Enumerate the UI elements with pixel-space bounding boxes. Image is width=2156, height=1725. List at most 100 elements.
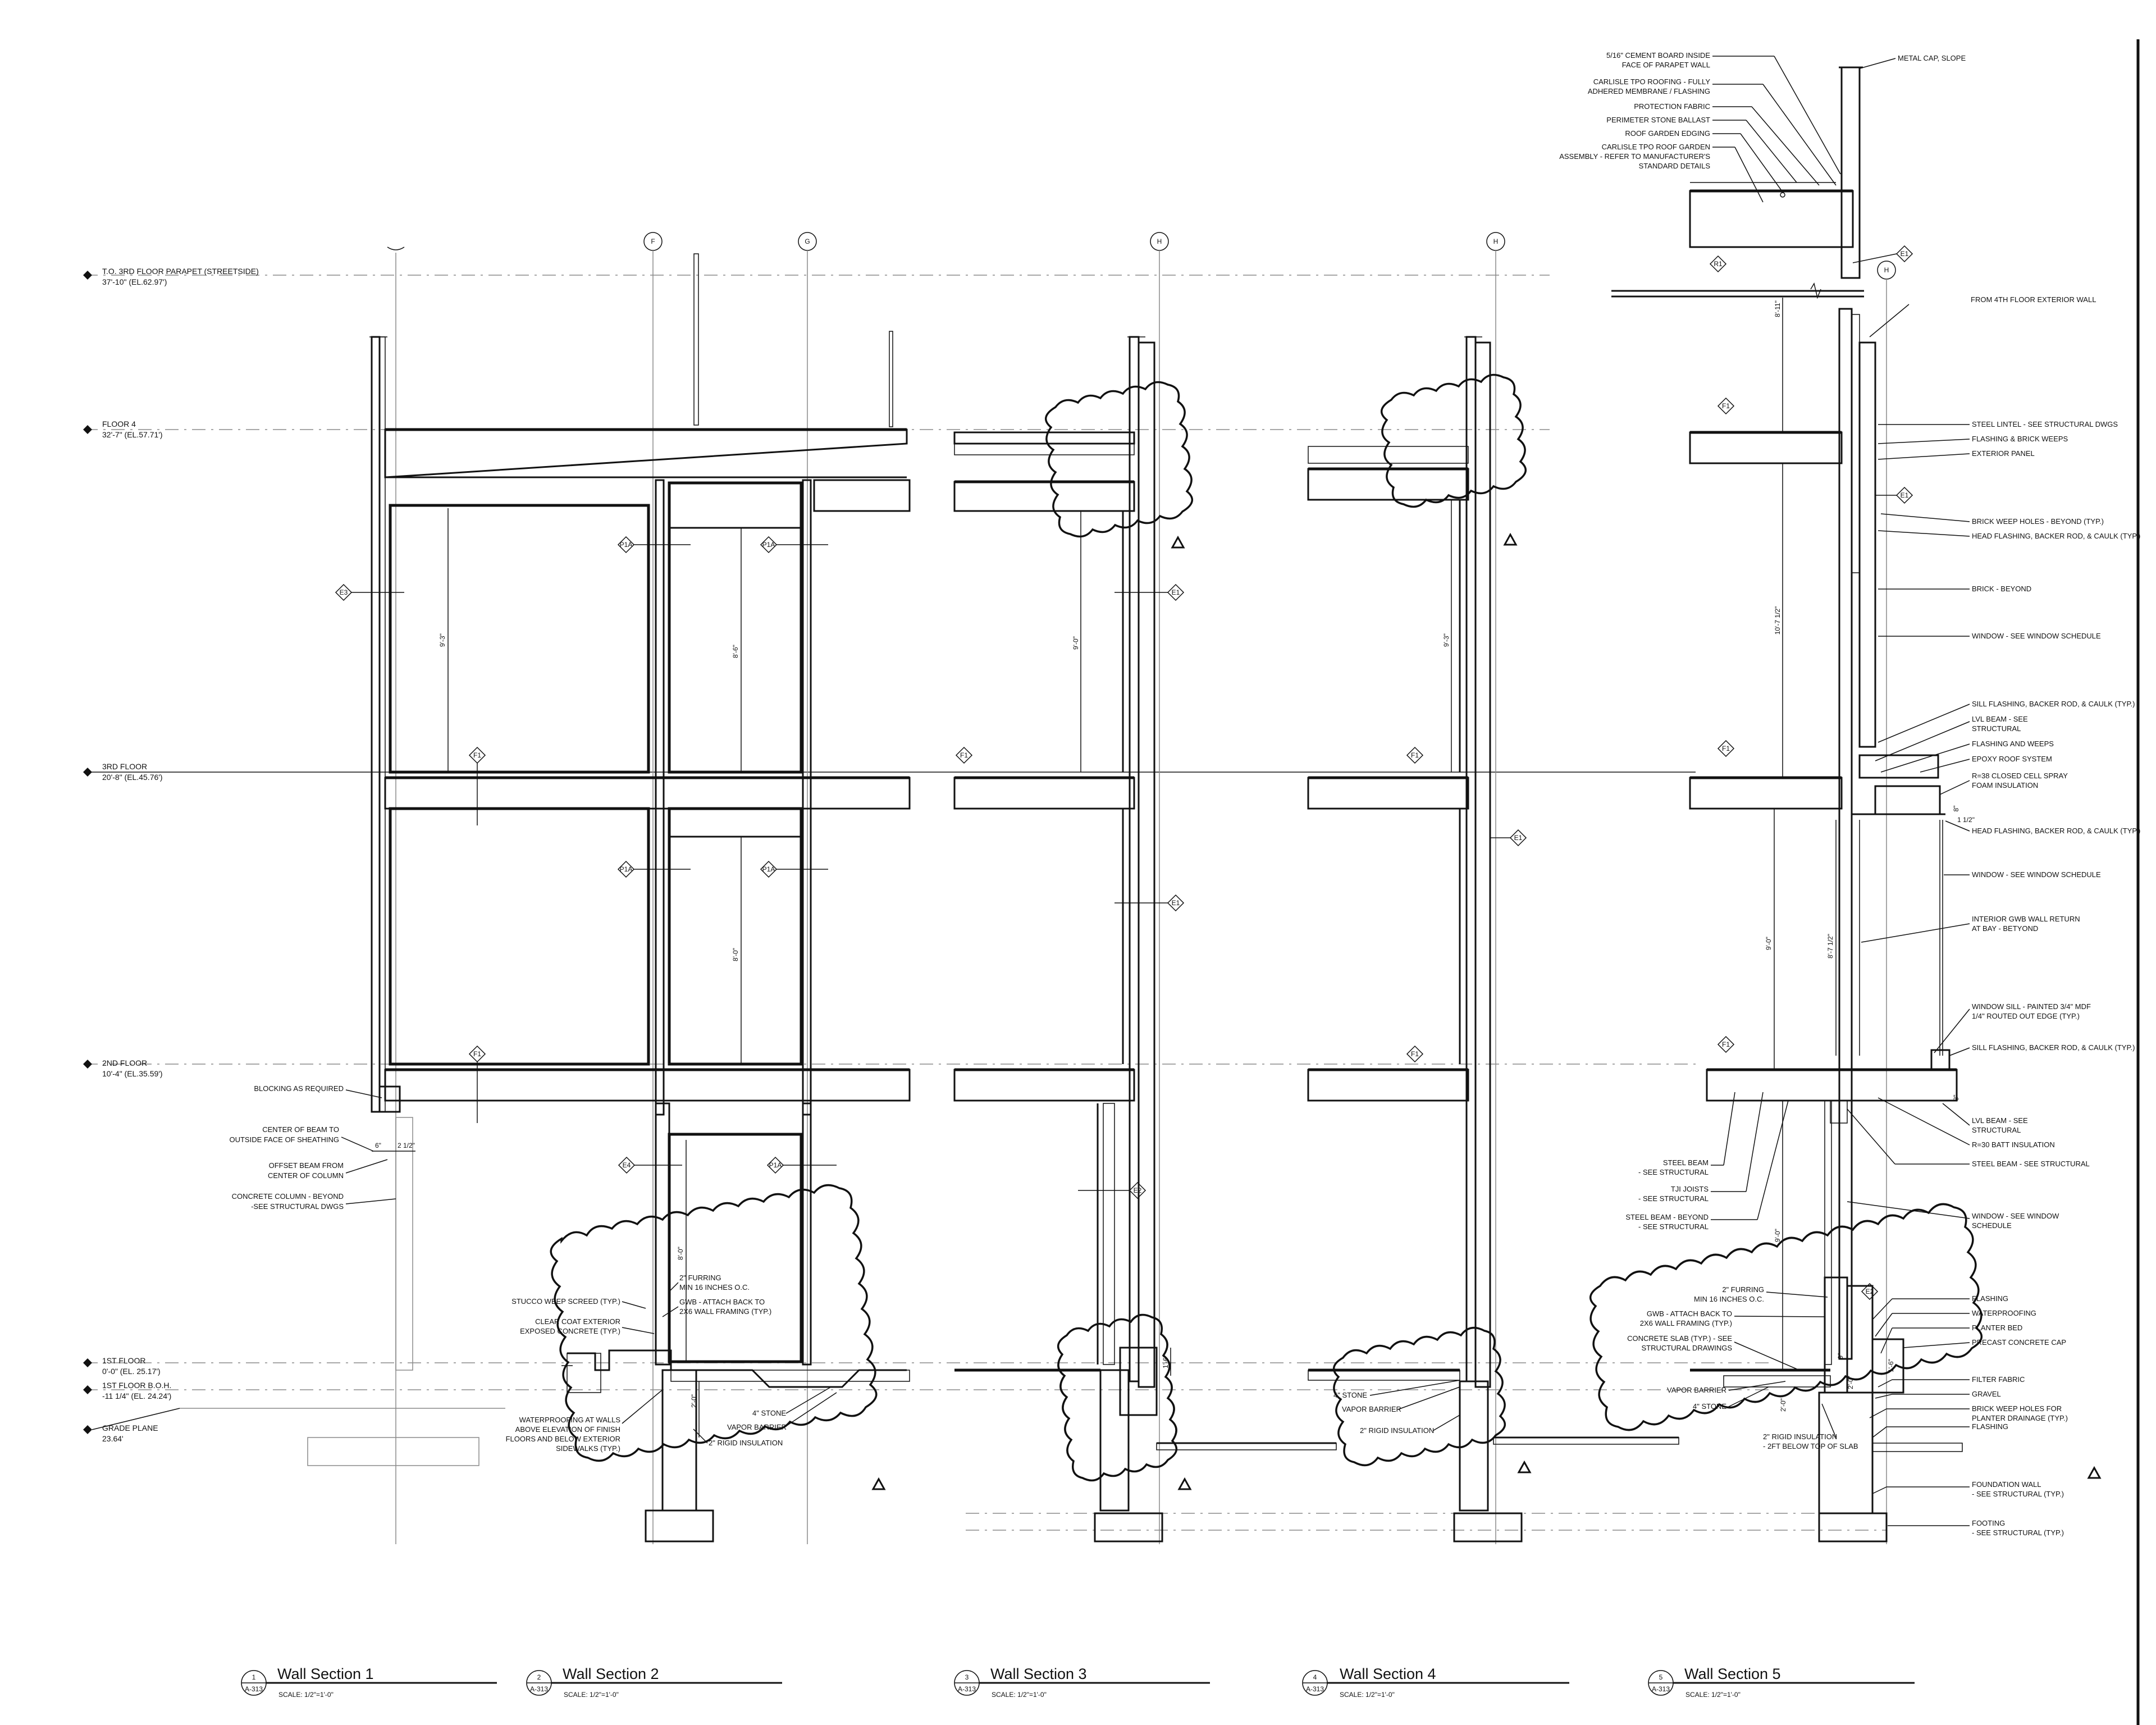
svg-text:PLANTER BED: PLANTER BED xyxy=(1972,1324,2022,1332)
tag-r1: R1 xyxy=(1709,255,1727,273)
svg-text:FOAM INSULATION: FOAM INSULATION xyxy=(1972,781,2038,790)
svg-text:STRUCTURAL: STRUCTURAL xyxy=(1972,1126,2021,1134)
svg-text:AT BAY - BETYOND: AT BAY - BETYOND xyxy=(1972,924,2038,933)
section-title: Wall Section 2 xyxy=(563,1665,659,1682)
dimension-1-6: 1'-6" xyxy=(1162,1348,1171,1376)
svg-text:2'-0": 2'-0" xyxy=(690,1394,698,1408)
dimension-8-6: 8'-6" xyxy=(732,528,742,772)
svg-text:8'-7 1/2": 8'-7 1/2" xyxy=(1826,934,1834,959)
svg-text:P1A: P1A xyxy=(762,541,775,549)
svg-text:GRAVEL: GRAVEL xyxy=(1972,1390,2001,1398)
section-scale: SCALE: 1/2"=1'-0" xyxy=(1340,1691,1395,1699)
grid-bubble-h-ws5: H xyxy=(1877,261,1896,1544)
level-elevation: 23.64' xyxy=(102,1434,124,1443)
title-wall-section-3: 3 A-313 Wall Section 3 SCALE: 1/2"=1'-0" xyxy=(954,1665,1210,1699)
dimension-8-0: 8'-0" xyxy=(732,837,742,1064)
tag-f1: F1 xyxy=(468,1045,486,1123)
svg-text:4" STONE: 4" STONE xyxy=(1693,1402,1726,1411)
svg-text:1/4" ROUTED OUT EDGE (TYP.): 1/4" ROUTED OUT EDGE (TYP.) xyxy=(1972,1012,2080,1020)
tag-f1: F1 xyxy=(1717,740,1735,757)
svg-text:A-313: A-313 xyxy=(958,1685,976,1693)
svg-text:F1: F1 xyxy=(473,1050,481,1058)
svg-text:FLOORS AND BELOW EXTERIOR: FLOORS AND BELOW EXTERIOR xyxy=(506,1435,620,1443)
level-name: 3RD FLOOR xyxy=(102,762,147,771)
svg-text:6": 6" xyxy=(375,1142,381,1149)
tag-e1: E1 xyxy=(1875,486,1913,504)
svg-text:H: H xyxy=(1884,266,1889,274)
section-scale: SCALE: 1/2"=1'-0" xyxy=(278,1691,334,1699)
svg-text:SILL FLASHING, BACKER ROD, & C: SILL FLASHING, BACKER ROD, & CAULK (TYP.… xyxy=(1972,1043,2135,1052)
section-scale: SCALE: 1/2"=1'-0" xyxy=(1685,1691,1741,1699)
section-title: Wall Section 5 xyxy=(1684,1665,1781,1682)
svg-text:CARLISLE TPO ROOF GARDEN: CARLISLE TPO ROOF GARDEN xyxy=(1602,143,1710,151)
svg-text:WINDOW - SEE WINDOW SCHEDULE: WINDOW - SEE WINDOW SCHEDULE xyxy=(1972,632,2101,640)
tag-e1: E1 xyxy=(1491,829,1527,847)
tag-p1a: P1A xyxy=(766,1156,837,1174)
tag-e1: E1 xyxy=(1114,894,1185,912)
tag-e2: E2 xyxy=(1078,1181,1146,1199)
svg-text:P1A: P1A xyxy=(762,865,775,873)
svg-text:R=30 BATT INSULATION: R=30 BATT INSULATION xyxy=(1972,1140,2055,1149)
svg-text:OUTSIDE FACE OF SHEATHING: OUTSIDE FACE OF SHEATHING xyxy=(229,1135,339,1144)
svg-text:A-313: A-313 xyxy=(1306,1685,1324,1693)
svg-text:FOUNDATION WALL: FOUNDATION WALL xyxy=(1972,1480,2041,1489)
svg-text:H: H xyxy=(1493,238,1499,245)
svg-text:P1A: P1A xyxy=(769,1161,782,1169)
svg-text:2X6 WALL FRAMING (TYP.): 2X6 WALL FRAMING (TYP.) xyxy=(679,1307,771,1316)
svg-text:GWB - ATTACH BACK TO: GWB - ATTACH BACK TO xyxy=(679,1298,765,1306)
level-name: GRADE PLANE xyxy=(102,1423,158,1432)
svg-text:A-313: A-313 xyxy=(530,1685,548,1693)
section-title: Wall Section 3 xyxy=(990,1665,1087,1682)
svg-text:FILTER FABRIC: FILTER FABRIC xyxy=(1972,1375,2025,1384)
svg-text:HEAD FLASHING, BACKER ROD, & C: HEAD FLASHING, BACKER ROD, & CAULK (TYP.… xyxy=(1972,532,2140,540)
svg-text:STANDARD DETAILS: STANDARD DETAILS xyxy=(1639,162,1711,170)
svg-text:F: F xyxy=(651,238,655,245)
svg-text:1'-6": 1'-6" xyxy=(1162,1355,1170,1368)
svg-text:9'-3": 9'-3" xyxy=(1442,633,1450,647)
svg-text:WINDOW - SEE WINDOW: WINDOW - SEE WINDOW xyxy=(1972,1212,2059,1220)
section-title: Wall Section 1 xyxy=(277,1665,374,1682)
svg-text:E1: E1 xyxy=(1172,899,1180,907)
svg-text:2'-0": 2'-0" xyxy=(1779,1398,1787,1412)
svg-text:ABOVE ELEVATION OF FINISH: ABOVE ELEVATION OF FINISH xyxy=(515,1425,620,1434)
svg-text:2" FURRING: 2" FURRING xyxy=(679,1274,721,1282)
svg-text:ADHERED MEMBRANE / FLASHING: ADHERED MEMBRANE / FLASHING xyxy=(1588,87,1710,95)
svg-text:FLASHING AND WEEPS: FLASHING AND WEEPS xyxy=(1972,740,2054,748)
wall-section-5-drawing xyxy=(1589,39,2140,1725)
svg-text:2" RIGID INSULATION: 2" RIGID INSULATION xyxy=(709,1439,783,1447)
svg-text:E4: E4 xyxy=(623,1161,631,1169)
tag-e2: E2 xyxy=(1861,1283,1879,1300)
svg-text:E2: E2 xyxy=(1134,1186,1142,1194)
svg-text:EXPOSED CONCRETE (TYP.): EXPOSED CONCRETE (TYP.) xyxy=(520,1327,620,1335)
svg-text:E2: E2 xyxy=(1866,1288,1874,1295)
svg-text:9'-0": 9'-0" xyxy=(1774,1229,1782,1242)
title-wall-section-1: 1 A-313 Wall Section 1 SCALE: 1/2"=1'-0" xyxy=(241,1665,497,1699)
svg-text:2: 2 xyxy=(537,1673,541,1681)
notes-wall-section-5-roof: 5/16" CEMENT BOARD INSIDE FACE OF PARAPE… xyxy=(1559,51,1841,203)
title-wall-section-5: 5 A-313 Wall Section 5 SCALE: 1/2"=1'-0" xyxy=(1648,1665,1915,1699)
svg-text:FACE OF PARAPET WALL: FACE OF PARAPET WALL xyxy=(1622,61,1710,69)
svg-text:SIDEWALKS (TYP.): SIDEWALKS (TYP.) xyxy=(556,1444,620,1453)
svg-text:R=38 CLOSED CELL SPRAY: R=38 CLOSED CELL SPRAY xyxy=(1972,772,2068,780)
level-marker-grade: GRADE PLANE 23.64' xyxy=(83,1408,180,1443)
svg-text:F1: F1 xyxy=(1722,745,1730,752)
tag-p1a: P1A xyxy=(760,536,828,554)
svg-text:FLASHING: FLASHING xyxy=(1972,1294,2008,1303)
svg-text:CENTER OF BEAM TO: CENTER OF BEAM TO xyxy=(262,1125,339,1134)
level-name: 1ST FLOOR xyxy=(102,1356,146,1365)
title-wall-section-2: 2 A-313 Wall Section 2 SCALE: 1/2"=1'-0" xyxy=(526,1665,782,1699)
svg-text:5/16" CEMENT BOARD INSIDE: 5/16" CEMENT BOARD INSIDE xyxy=(1606,51,1710,60)
svg-text:-SEE STRUCTURAL DWGS: -SEE STRUCTURAL DWGS xyxy=(251,1202,344,1211)
level-lines xyxy=(84,275,1886,1531)
wall-section-1-2-drawing xyxy=(307,253,911,1543)
svg-text:METAL CAP, SLOPE: METAL CAP, SLOPE xyxy=(1898,54,1966,62)
svg-text:- SEE STRUCTURAL (TYP.): - SEE STRUCTURAL (TYP.) xyxy=(1972,1490,2064,1498)
svg-text:STEEL LINTEL - SEE STRUCTURAL: STEEL LINTEL - SEE STRUCTURAL DWGS xyxy=(1972,420,2118,428)
svg-text:A-313: A-313 xyxy=(1652,1685,1670,1693)
svg-text:MIN 16 INCHES O.C.: MIN 16 INCHES O.C. xyxy=(679,1283,750,1292)
svg-text:- SEE STRUCTURAL: - SEE STRUCTURAL xyxy=(1638,1194,1709,1203)
svg-text:STRUCTURAL DRAWINGS: STRUCTURAL DRAWINGS xyxy=(1641,1344,1732,1352)
svg-text:E1: E1 xyxy=(1172,588,1180,596)
svg-text:8": 8" xyxy=(1952,1095,1960,1101)
tag-p1a: P1A xyxy=(617,536,691,554)
